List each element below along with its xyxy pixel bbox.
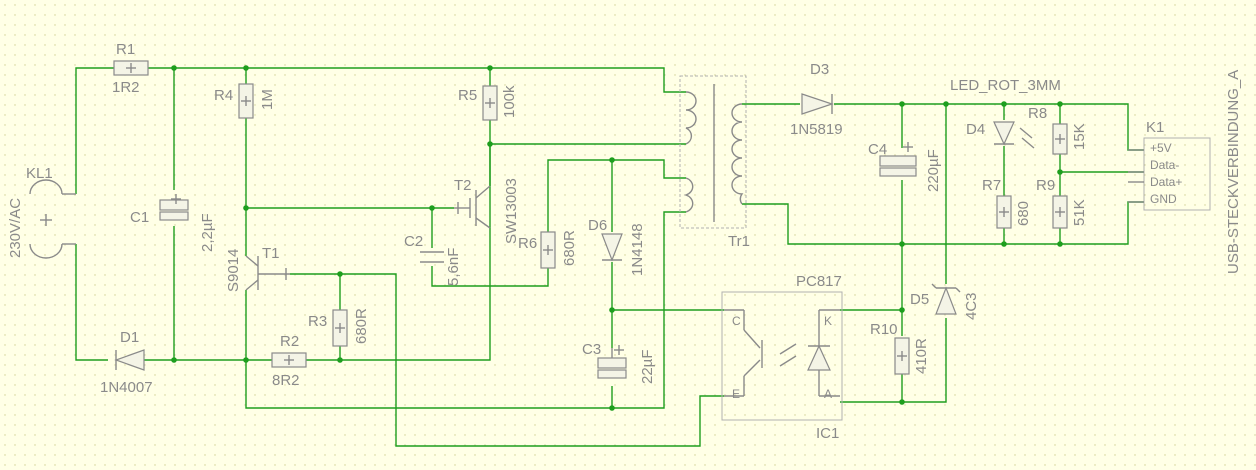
d3-ref: D3	[810, 61, 829, 78]
r5-value: 100k	[501, 85, 518, 118]
d5-zener-diode[interactable]: D5 4C3	[910, 283, 980, 320]
r9-resistor[interactable]: R9 51K	[1036, 177, 1088, 229]
ic1-pin-e: E	[732, 387, 740, 401]
r4-resistor[interactable]: R4 1M	[214, 83, 276, 119]
k1-pin-1: +5V	[1150, 141, 1172, 155]
c3-value: 22µF	[639, 350, 656, 385]
ic1-ref: IC1	[816, 425, 839, 442]
t1-ref: T1	[262, 245, 280, 262]
r5-resistor[interactable]: R5 100k	[458, 85, 518, 121]
r7-ref: R7	[982, 177, 1001, 194]
d3-value: 1N5819	[790, 121, 843, 138]
d6-value: 1N4148	[629, 223, 646, 276]
c4-ref: C4	[868, 141, 887, 158]
r6-resistor[interactable]: R6 680R	[518, 230, 578, 269]
k1-pin-4: GND	[1150, 192, 1177, 206]
c2-ref: C2	[404, 233, 423, 250]
wires	[75, 67, 1144, 447]
r9-ref: R9	[1036, 177, 1055, 194]
t1-value: S9014	[225, 249, 242, 292]
r2-value: 8R2	[272, 372, 300, 389]
d1-value: 1N4007	[100, 379, 153, 396]
r7-value: 680	[1015, 201, 1032, 226]
kl1-ref: KL1	[26, 165, 53, 182]
c1-value: 2,2µF	[199, 213, 216, 252]
r7-resistor[interactable]: R7 680	[982, 177, 1032, 229]
d6-ref: D6	[588, 217, 607, 234]
d5-value: 4C3	[963, 292, 980, 320]
ic1-pin-a: A	[824, 387, 832, 401]
r1-value: 1R2	[112, 79, 140, 96]
r8-resistor[interactable]: R8 15K	[1028, 105, 1088, 155]
t2-value: SW13003	[503, 178, 520, 244]
ic1-pin-k: K	[824, 314, 832, 328]
r5-ref: R5	[458, 87, 477, 104]
r2-ref: R2	[280, 333, 299, 350]
d5-ref: D5	[910, 291, 929, 308]
r4-ref: R4	[214, 87, 233, 104]
r8-ref: R8	[1028, 105, 1047, 122]
r3-value: 680R	[353, 308, 370, 344]
c4-value: 220µF	[925, 149, 942, 192]
r4-value: 1M	[259, 89, 276, 110]
r3-resistor[interactable]: R3 680R	[308, 308, 370, 347]
d1-diode[interactable]: D1 1N4007	[100, 329, 153, 396]
r9-value: 51K	[1071, 199, 1088, 226]
c2-value: 5,6nF	[445, 248, 462, 286]
kl1-connector[interactable]: KL1 230V/AC	[7, 165, 76, 259]
c4-capacitor[interactable]: C4 220µF	[868, 141, 942, 192]
d1-ref: D1	[120, 329, 139, 346]
tr1-ref: Tr1	[728, 233, 750, 250]
t1-transistor[interactable]: T1 S9014	[225, 245, 290, 292]
c2-capacitor[interactable]: C2 5,6nF	[404, 233, 462, 286]
r10-ref: R10	[870, 321, 898, 338]
t2-ref: T2	[454, 177, 472, 194]
r8-value: 15K	[1071, 123, 1088, 150]
r10-resistor[interactable]: R10 410R	[870, 321, 930, 375]
d4-ref: D4	[966, 121, 985, 138]
r3-ref: R3	[308, 313, 327, 330]
r10-value: 410R	[913, 338, 930, 374]
t2-transistor[interactable]: T2 SW13003	[454, 177, 520, 244]
junction-dots	[171, 65, 1063, 411]
d4-value: LED_ROT_3MM	[950, 77, 1061, 94]
k1-value: USB-STECKVERBINDUNG_A	[1225, 70, 1242, 274]
k1-ref: K1	[1146, 119, 1164, 136]
k1-usb-connector[interactable]: +5V Data- Data+ GND K1 USB-STECKVERBINDU…	[1128, 70, 1242, 274]
ic1-optocoupler[interactable]: C E K A PC817 IC1	[721, 273, 843, 442]
d4-led[interactable]: D4 LED_ROT_3MM	[950, 77, 1061, 149]
d3-diode[interactable]: D3 1N5819	[790, 61, 843, 138]
ic1-pin-c: C	[732, 314, 741, 328]
r1-ref: R1	[116, 41, 135, 58]
r6-value: 680R	[561, 230, 578, 266]
r1-resistor[interactable]: R1 1R2	[112, 41, 149, 96]
c1-ref: C1	[130, 209, 149, 226]
k1-pin-2: Data-	[1150, 158, 1179, 172]
ic1-value: PC817	[796, 273, 842, 290]
tr1-transformer[interactable]: Tr1	[679, 75, 750, 250]
kl1-value: 230V/AC	[7, 198, 24, 258]
c3-capacitor[interactable]: C3 22µF	[582, 341, 656, 384]
r6-ref: R6	[518, 235, 537, 252]
c3-ref: C3	[582, 341, 601, 358]
c1-capacitor[interactable]: C1 2,2µF	[130, 194, 216, 252]
k1-pin-3: Data+	[1150, 175, 1182, 189]
d6-diode[interactable]: D6 1N4148	[588, 217, 646, 276]
r2-resistor[interactable]: R2 8R2	[271, 333, 307, 389]
